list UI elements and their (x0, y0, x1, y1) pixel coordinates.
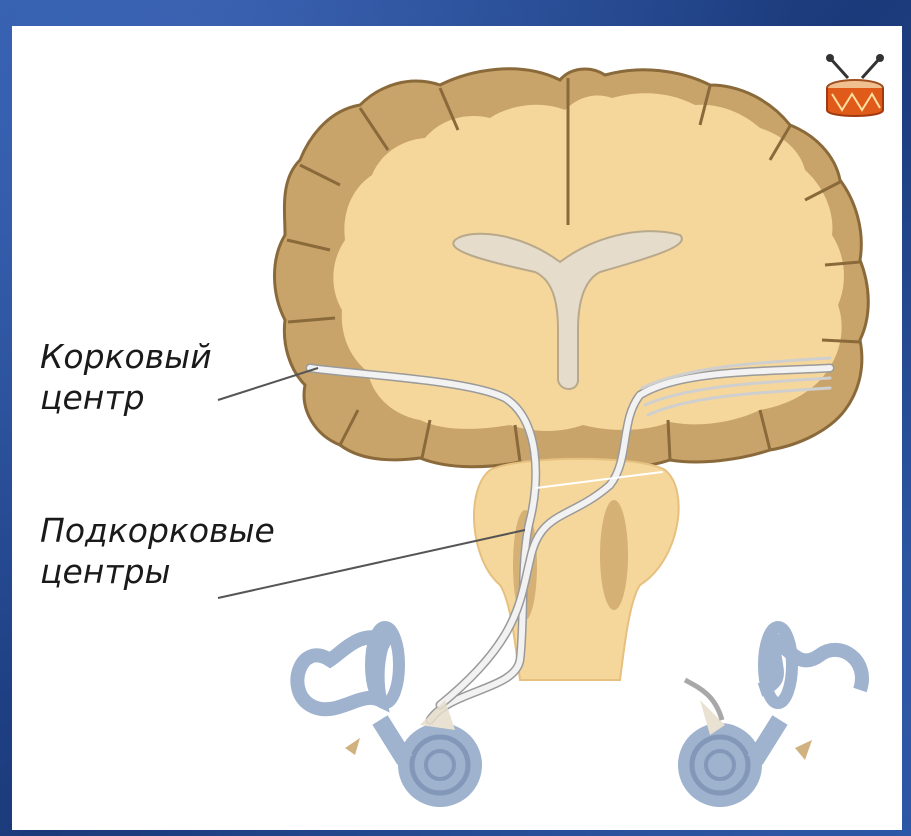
subcortical-centers-line-1: Подкорковые (40, 510, 275, 551)
inner-ear-icon (678, 627, 862, 807)
inner-ear-icon (297, 627, 482, 807)
right-nucleus (600, 500, 628, 610)
brainstem (474, 459, 679, 680)
brain-icon (274, 69, 868, 468)
cortical-center-label: Корковый центр (40, 336, 212, 419)
drum-icon (826, 54, 884, 116)
subcortical-centers-label: Подкорковые центры (40, 510, 275, 593)
subcortical-centers-line-2: центры (40, 551, 275, 592)
cortical-center-line-1: Корковый (40, 336, 212, 377)
cortical-center-line-2: центр (40, 377, 212, 418)
